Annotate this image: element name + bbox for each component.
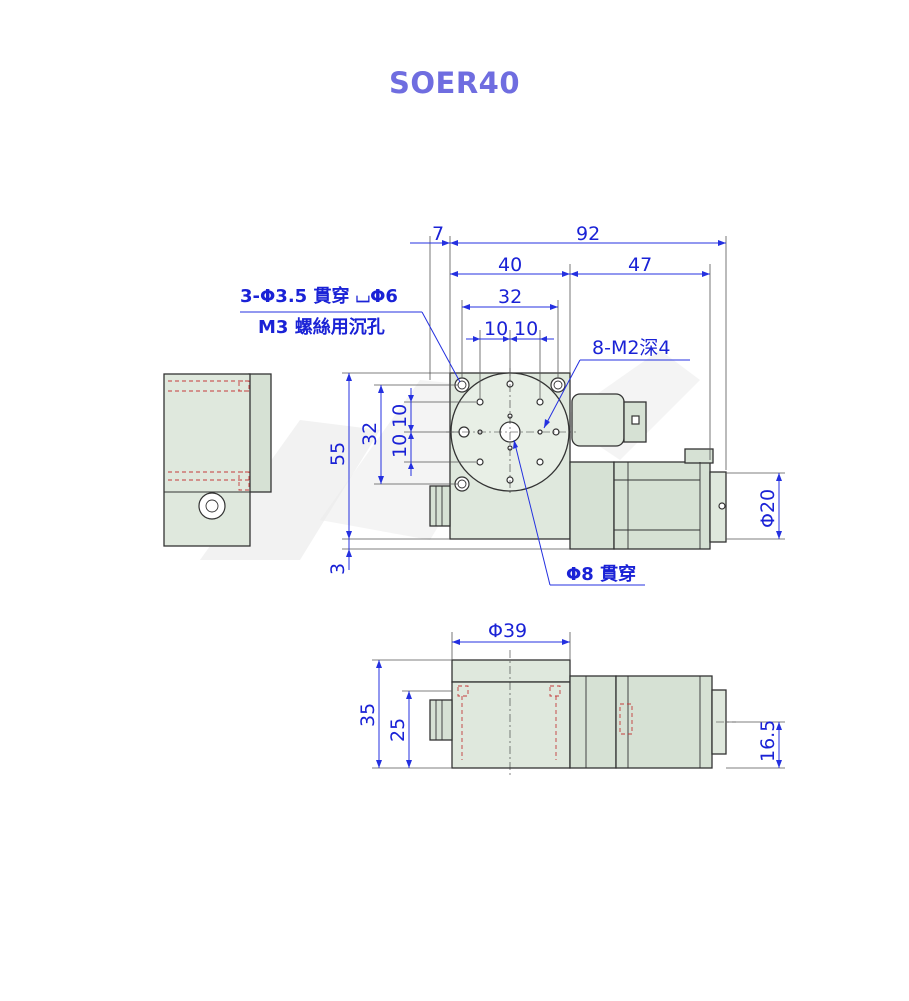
dim-16-5: 16.5	[757, 720, 779, 762]
dim-3: 3	[327, 563, 349, 575]
dim-35: 35	[357, 703, 379, 727]
dim-32-vertical: 32	[359, 422, 381, 446]
dim-10-c: 10	[389, 404, 411, 428]
callout-through-hole: Φ8 貫穿	[566, 563, 636, 585]
front-view	[429, 650, 736, 776]
dim-47: 47	[628, 254, 652, 276]
dim-92: 92	[576, 223, 600, 245]
dim-32-horizontal: 32	[498, 286, 522, 308]
drawing-title: SOER40	[388, 66, 521, 100]
dim-10-b: 10	[514, 318, 538, 340]
dim-10-a: 10	[484, 318, 508, 340]
dim-7: 7	[432, 223, 444, 245]
dim-phi39: Φ39	[488, 620, 527, 642]
callout-m3-screw: M3 螺絲用沉孔	[258, 316, 385, 338]
dim-40: 40	[498, 254, 522, 276]
dim-25: 25	[387, 718, 409, 742]
callout-tapped-holes: 8-M2深4	[592, 337, 671, 359]
callout-counterbore: 3-Φ3.5 貫穿 ⌴Φ6	[240, 285, 398, 307]
dim-phi20: Φ20	[757, 489, 779, 528]
dimension-lines	[240, 236, 785, 769]
plan-view	[429, 368, 727, 550]
dim-55: 55	[327, 442, 349, 466]
dim-10-d: 10	[389, 434, 411, 458]
left-side-view	[163, 373, 272, 547]
